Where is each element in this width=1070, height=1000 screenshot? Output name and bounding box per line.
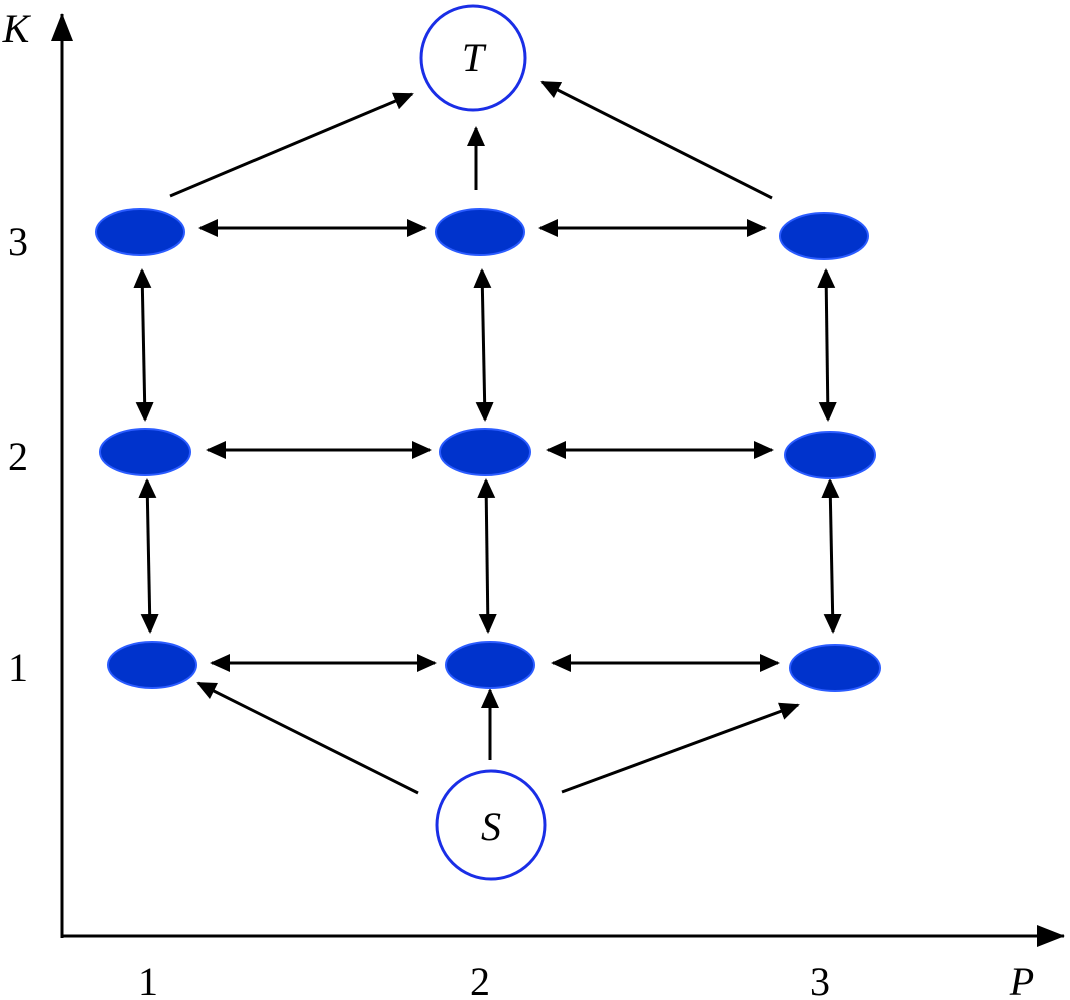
edge-v-p3k2-p3k1 (821, 478, 842, 634)
node-p3-k3 (779, 212, 869, 260)
source-node (435, 769, 547, 881)
node-p1-k2 (99, 428, 191, 476)
edge-v-p2k2-p2k1 (477, 478, 497, 634)
y-tick-3: 3 (8, 219, 28, 264)
target-node (419, 4, 527, 112)
node-p3-k2 (784, 431, 876, 479)
y-axis-label: K (2, 6, 32, 51)
edge-v-p1k2-p1k1 (138, 478, 159, 634)
node-p1-k1 (107, 641, 197, 689)
edge-v-p2k3-p2k2 (473, 268, 494, 422)
edges (133, 80, 842, 795)
edge-s-p1k1 (196, 681, 419, 795)
grid-nodes (95, 208, 881, 692)
x-tick-2: 2 (470, 959, 490, 1000)
node-p3-k1 (789, 644, 881, 692)
y-tick-1: 1 (8, 645, 28, 690)
node-p2-k3 (435, 208, 525, 256)
y-tick-2: 2 (8, 434, 28, 479)
node-p1-k3 (95, 208, 185, 256)
edge-p1k3-t (169, 92, 414, 198)
edge-p3k3-t (540, 80, 773, 200)
edge-s-p3k1 (561, 702, 800, 794)
x-tick-3: 3 (810, 959, 830, 1000)
x-tick-1: 1 (138, 959, 158, 1000)
x-axis-label: P (1009, 959, 1034, 1000)
edge-v-p3k3-p3k2 (817, 268, 837, 422)
node-p2-k1 (445, 641, 535, 689)
edge-v-p1k3-p1k2 (133, 268, 154, 422)
source-node-label: S (481, 804, 501, 849)
node-p2-k2 (439, 428, 531, 476)
target-node-label: T (462, 35, 487, 80)
